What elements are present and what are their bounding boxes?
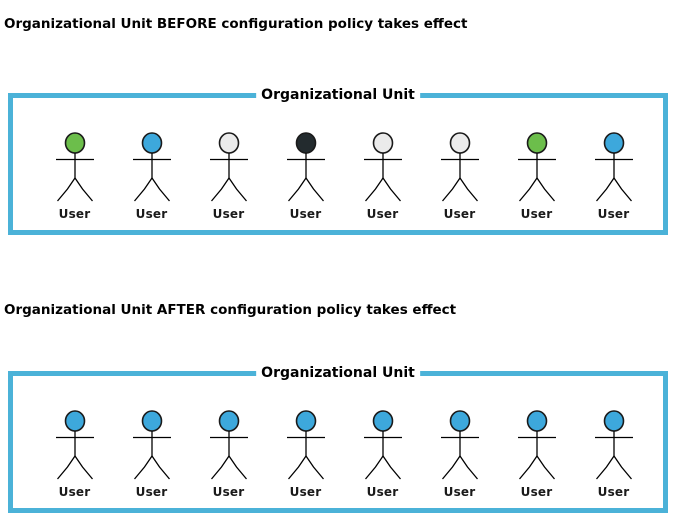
user-figure: User <box>575 410 652 499</box>
user-label: User <box>443 207 476 221</box>
user-icon <box>55 410 94 480</box>
user-label: User <box>520 207 553 221</box>
user-row: User User User User User User User <box>13 410 663 499</box>
section-title-after: Organizational Unit AFTER configuration … <box>4 302 457 318</box>
user-figure: User <box>113 132 190 221</box>
user-figure: User <box>36 410 113 499</box>
user-figure: User <box>113 410 190 499</box>
user-label: User <box>443 485 476 499</box>
user-figure: User <box>267 410 344 499</box>
user-icon <box>363 410 402 480</box>
user-icon <box>132 132 171 202</box>
user-icon <box>132 410 171 480</box>
user-figure: User <box>421 410 498 499</box>
user-figure: User <box>421 132 498 221</box>
user-label: User <box>135 485 168 499</box>
user-label: User <box>289 485 322 499</box>
user-label: User <box>520 485 553 499</box>
user-icon <box>517 410 556 480</box>
user-label: User <box>212 485 245 499</box>
user-figure: User <box>344 410 421 499</box>
user-figure: User <box>498 410 575 499</box>
user-label: User <box>597 485 630 499</box>
org-unit-box-after: Organizational Unit User User User User … <box>8 363 668 513</box>
org-unit-label: Organizational Unit <box>256 363 420 383</box>
user-icon <box>594 132 633 202</box>
user-label: User <box>289 207 322 221</box>
user-label: User <box>366 207 399 221</box>
user-icon <box>286 410 325 480</box>
user-label: User <box>597 207 630 221</box>
user-label: User <box>212 207 245 221</box>
org-unit-box-before: Organizational Unit User User User User … <box>8 85 668 235</box>
user-figure: User <box>36 132 113 221</box>
user-label: User <box>366 485 399 499</box>
user-figure: User <box>267 132 344 221</box>
user-icon <box>209 132 248 202</box>
user-figure: User <box>498 132 575 221</box>
user-figure: User <box>575 132 652 221</box>
user-label: User <box>58 207 91 221</box>
user-figure: User <box>190 132 267 221</box>
user-icon <box>517 132 556 202</box>
user-label: User <box>135 207 168 221</box>
user-icon <box>286 132 325 202</box>
user-row: User User User User User User User <box>13 132 663 221</box>
user-icon <box>440 132 479 202</box>
user-icon <box>209 410 248 480</box>
user-label: User <box>58 485 91 499</box>
user-figure: User <box>344 132 421 221</box>
user-icon <box>440 410 479 480</box>
user-figure: User <box>190 410 267 499</box>
user-icon <box>55 132 94 202</box>
user-icon <box>594 410 633 480</box>
section-title-before: Organizational Unit BEFORE configuration… <box>4 16 468 32</box>
user-icon <box>363 132 402 202</box>
org-unit-label: Organizational Unit <box>256 85 420 105</box>
